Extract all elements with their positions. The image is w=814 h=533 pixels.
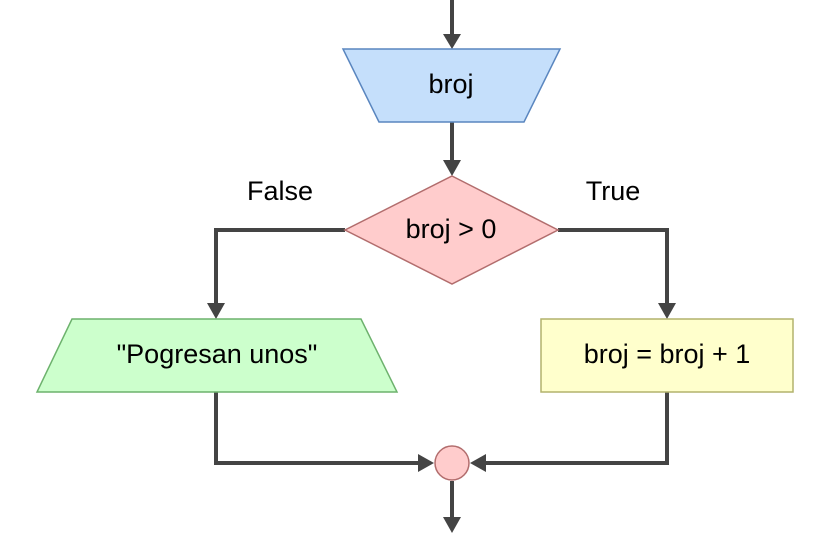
decision-node: broj > 0 [343,175,560,285]
output-node: "Pogresan unos" [35,318,399,393]
input-node: broj [341,48,562,123]
edge-false-branch [214,228,345,303]
arrowhead-exit-icon [443,517,461,533]
true-branch-label: True [586,176,641,206]
process-label: broj = broj + 1 [584,339,751,369]
output-shape [35,318,399,393]
edges [207,0,676,533]
decision-shape [343,175,560,285]
edge-process-to-merge [486,392,669,465]
decision-label: broj > 0 [406,214,497,244]
arrowhead-merge-left-icon [418,454,434,472]
input-shape [341,48,562,123]
arrowhead-decision-icon [443,160,461,176]
process-shape [540,318,794,393]
output-label: "Pogresan unos" [117,339,318,369]
false-branch-label: False [247,176,313,206]
merge-connector [434,445,470,481]
arrowhead-entry-icon [443,34,461,49]
input-label: broj [428,69,473,99]
arrowhead-false-icon [207,303,225,319]
edge-true-branch [558,228,669,303]
arrowhead-true-icon [658,303,676,319]
arrowhead-merge-right-icon [470,454,486,472]
process-node: broj = broj + 1 [540,318,794,393]
edge-output-to-merge [214,392,418,465]
